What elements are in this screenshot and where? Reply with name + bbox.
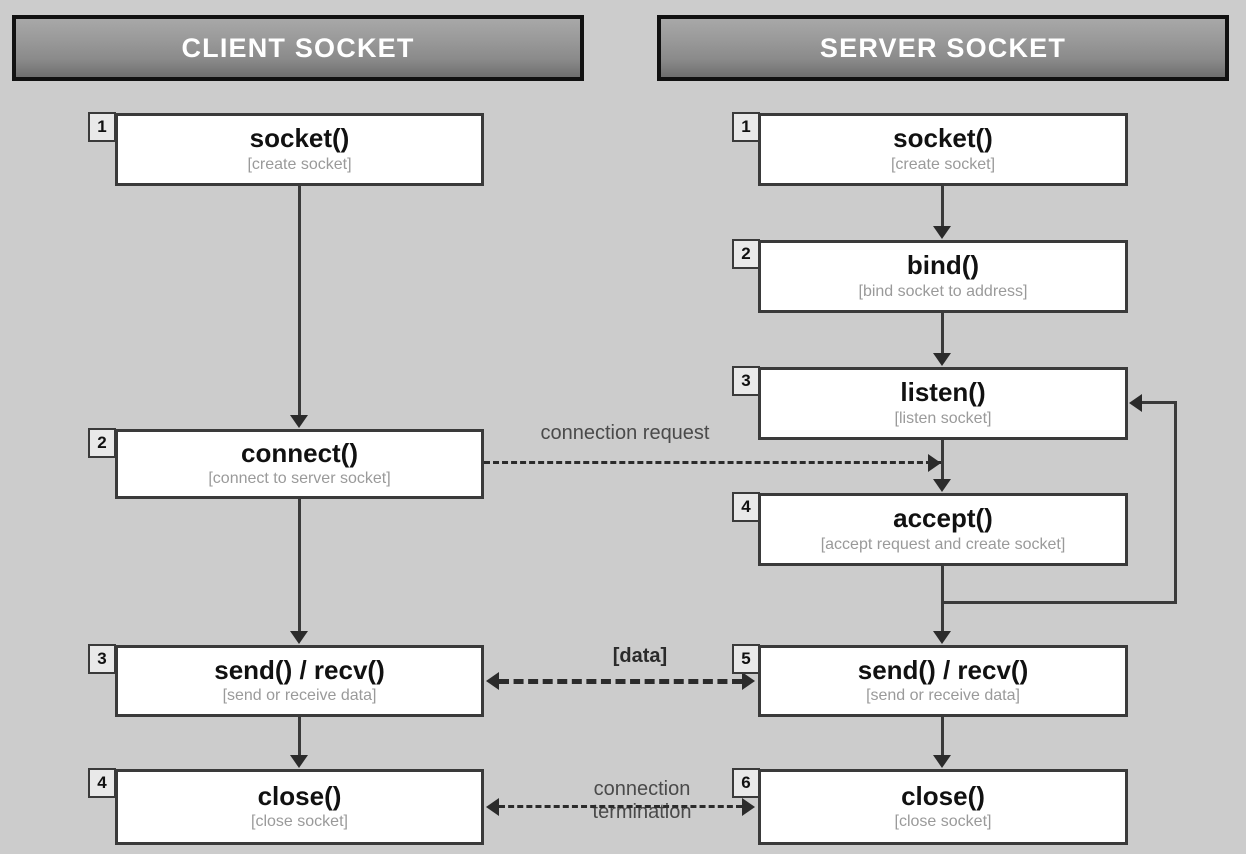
server-loop-arrow-into-listen <box>1129 394 1142 412</box>
server-step-badge-2: 2 <box>732 239 760 269</box>
server-flow-send-to-close-arrow <box>933 755 951 768</box>
client-box-close-desc: [close socket] <box>251 813 348 831</box>
server-box-listen-desc: [listen socket] <box>894 409 992 427</box>
message-label-termination-line1: connection <box>593 778 691 800</box>
server-loop-bottom-segment <box>941 601 1177 604</box>
server-flow-bind-to-listen-line <box>941 313 944 355</box>
client-box-close-title: close() <box>257 780 342 811</box>
server-flow-listen-to-accept-line <box>941 440 944 482</box>
client-step-badge-4: 4 <box>88 768 116 798</box>
server-box-accept-desc: [accept request and create socket] <box>820 535 1066 553</box>
client-flow-socket-to-connect-arrow <box>290 415 308 428</box>
message-line-connection-request <box>484 461 941 464</box>
client-box-send-recv-desc: [send or receive data] <box>222 687 377 705</box>
client-step-badge-2: 2 <box>88 428 116 458</box>
server-step-badge-3: 3 <box>732 366 760 396</box>
server-box-listen-title: listen() <box>900 377 986 408</box>
server-step-badge-5: 5 <box>732 644 760 674</box>
message-arrow-connection-request <box>928 454 941 472</box>
server-box-close[interactable]: close() [close socket] <box>758 769 1128 845</box>
message-line-connection-termination <box>499 805 742 808</box>
message-line-data <box>499 679 742 684</box>
client-column-header: CLIENT SOCKET <box>12 15 584 81</box>
server-box-socket[interactable]: socket() [create socket] <box>758 113 1128 186</box>
client-box-socket[interactable]: socket() [create socket] <box>115 113 484 186</box>
server-flow-listen-to-accept-arrow <box>933 479 951 492</box>
message-arrow-data-to-client <box>486 672 499 690</box>
message-arrow-termination-to-client <box>486 798 499 816</box>
client-flow-send-to-close-arrow <box>290 755 308 768</box>
message-label-connection-request: connection request <box>540 422 710 444</box>
server-step-badge-6: 6 <box>732 768 760 798</box>
client-flow-send-to-close-line <box>298 717 301 757</box>
client-box-send-recv[interactable]: send() / recv() [send or receive data] <box>115 645 484 717</box>
server-box-send-recv-desc: [send or receive data] <box>866 687 1020 705</box>
client-box-send-recv-title: send() / recv() <box>214 654 385 685</box>
server-column-header: SERVER SOCKET <box>657 15 1229 81</box>
client-step-badge-3: 3 <box>88 644 116 674</box>
server-flow-accept-to-send-line <box>941 566 944 632</box>
message-label-data: [data] <box>612 645 668 667</box>
client-box-close[interactable]: close() [close socket] <box>115 769 484 845</box>
client-box-connect[interactable]: connect() [connect to server socket] <box>115 429 484 499</box>
server-box-bind[interactable]: bind() [bind socket to address] <box>758 240 1128 313</box>
server-flow-socket-to-bind-arrow <box>933 226 951 239</box>
server-box-send-recv-title: send() / recv() <box>857 654 1029 685</box>
server-box-listen[interactable]: listen() [listen socket] <box>758 367 1128 440</box>
server-box-socket-desc: [create socket] <box>890 155 996 173</box>
server-box-close-title: close() <box>901 780 985 811</box>
server-flow-accept-to-send-arrow <box>933 631 951 644</box>
server-flow-bind-to-listen-arrow <box>933 353 951 366</box>
server-box-socket-title: socket() <box>893 123 993 154</box>
server-box-close-desc: [close socket] <box>894 813 992 831</box>
client-flow-socket-to-connect-line <box>298 186 301 417</box>
client-step-badge-1: 1 <box>88 112 116 142</box>
message-arrow-termination-to-server <box>742 798 755 816</box>
client-box-connect-title: connect() <box>241 437 358 468</box>
client-column-title: CLIENT SOCKET <box>181 32 415 63</box>
server-flow-socket-to-bind-line <box>941 186 944 228</box>
client-box-socket-title: socket() <box>249 123 350 154</box>
message-label-connection-termination: connection termination <box>527 778 757 824</box>
message-arrow-data-to-server <box>742 672 755 690</box>
client-box-socket-desc: [create socket] <box>247 155 352 173</box>
server-flow-send-to-close-line <box>941 717 944 757</box>
server-box-accept[interactable]: accept() [accept request and create sock… <box>758 493 1128 566</box>
server-box-bind-title: bind() <box>906 250 980 281</box>
client-box-connect-desc: [connect to server socket] <box>208 470 391 488</box>
server-step-badge-1: 1 <box>732 112 760 142</box>
server-column-title: SERVER SOCKET <box>819 32 1067 63</box>
client-flow-connect-to-send-line <box>298 499 301 632</box>
server-step-badge-4: 4 <box>732 492 760 522</box>
server-loop-right-segment <box>1174 401 1177 604</box>
server-box-accept-title: accept() <box>893 503 993 534</box>
client-flow-connect-to-send-arrow <box>290 631 308 644</box>
server-box-send-recv[interactable]: send() / recv() [send or receive data] <box>758 645 1128 717</box>
server-box-bind-desc: [bind socket to address] <box>858 282 1028 300</box>
server-loop-top-segment <box>1142 401 1177 404</box>
